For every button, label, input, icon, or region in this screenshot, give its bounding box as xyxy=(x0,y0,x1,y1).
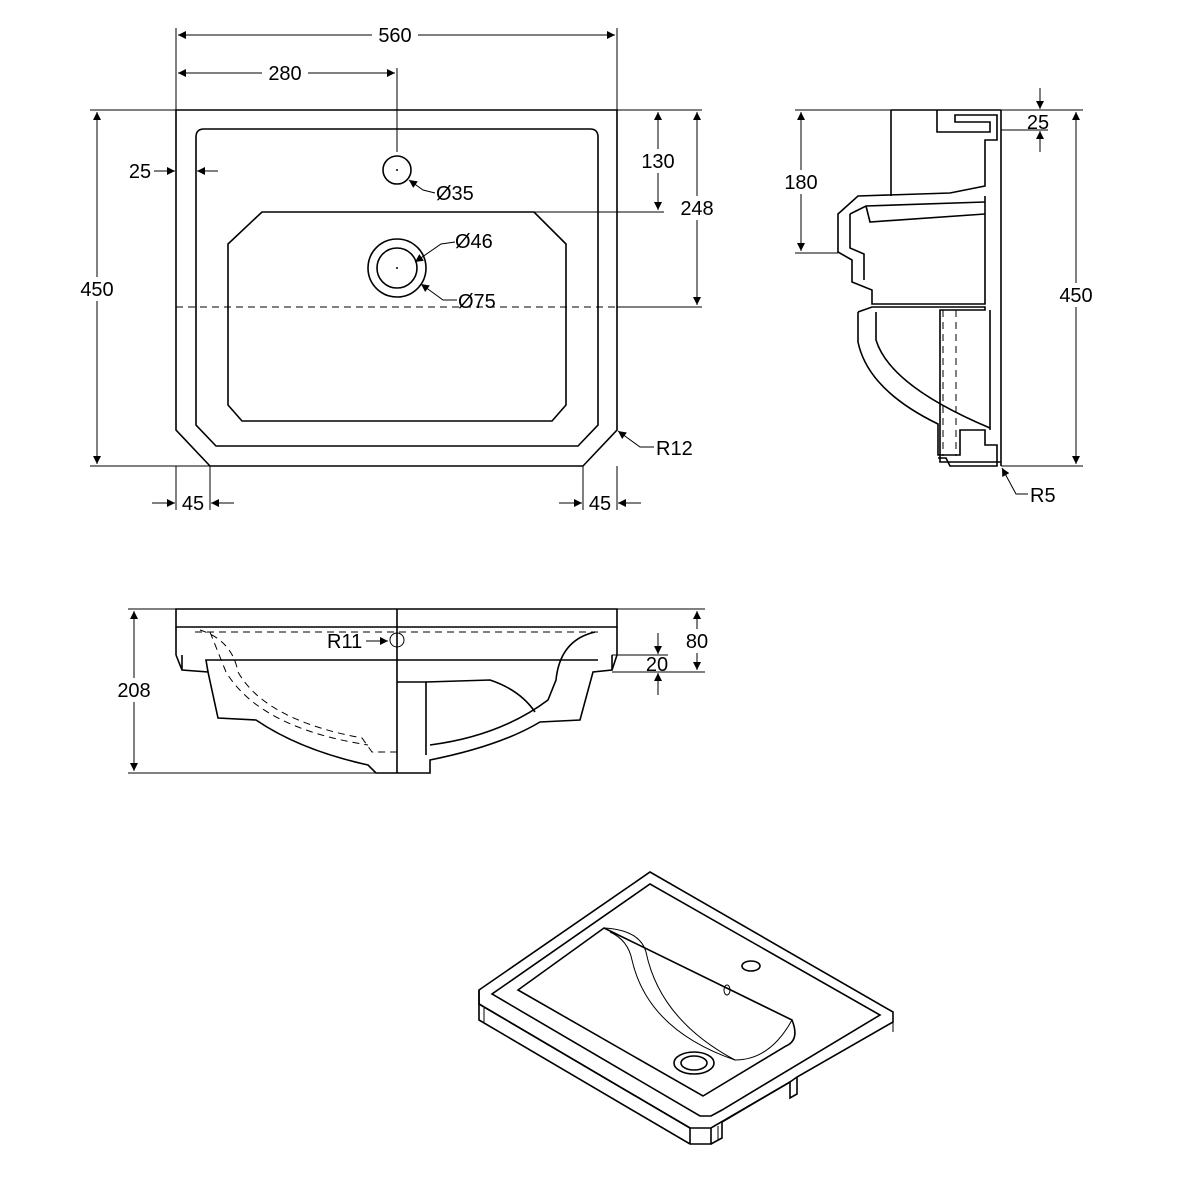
tap-hole xyxy=(382,155,412,185)
plan-inner-rim xyxy=(195,128,599,447)
plan-view: 560 280 25 450 130 248 Ø35 Ø46 Ø7 xyxy=(76,22,718,515)
dim-chamfer-right: 45 xyxy=(589,493,611,515)
dim-rim-inset: 25 xyxy=(129,161,151,183)
side-view: 180 25 450 R5 xyxy=(780,88,1097,507)
dim-side-height: 180 xyxy=(784,172,817,194)
dim-front-rim-height: 80 xyxy=(686,631,708,653)
iso-tap-hole xyxy=(741,960,761,972)
dim-bowl-depth-line: 248 xyxy=(680,198,713,220)
waste-inner xyxy=(376,247,418,289)
front-view: R11 208 80 20 xyxy=(113,608,716,774)
label-front-overflow-radius: R11 xyxy=(327,631,362,653)
overflow-hole xyxy=(389,632,405,648)
iso-top xyxy=(478,871,894,1129)
dim-side-rim: 25 xyxy=(1027,112,1049,134)
dim-width-total: 560 xyxy=(378,25,411,47)
side-bowl-profile xyxy=(857,306,1001,467)
label-side-radius: R5 xyxy=(1030,485,1056,507)
label-waste-outer-dia: Ø75 xyxy=(458,291,496,313)
isometric-view xyxy=(478,871,894,1145)
plan-bowl xyxy=(227,211,567,422)
label-tap-hole-dia: Ø35 xyxy=(436,183,474,205)
waste-outer xyxy=(367,238,427,298)
dim-center-offset: 280 xyxy=(268,63,301,85)
dim-front-total-height: 208 xyxy=(117,680,150,702)
iso-bowl xyxy=(516,927,796,1097)
dim-chamfer-left: 45 xyxy=(182,493,204,515)
dim-depth-total-plan: 450 xyxy=(80,279,113,301)
side-rim-profile xyxy=(837,110,998,305)
label-corner-radius: R12 xyxy=(656,438,693,460)
iso-waste xyxy=(673,1051,715,1075)
dim-side-depth-total: 450 xyxy=(1059,285,1092,307)
label-waste-dia: Ø46 xyxy=(455,231,493,253)
dim-tap-hole-offset: 130 xyxy=(641,151,674,173)
dim-front-lip: 20 xyxy=(646,654,668,676)
